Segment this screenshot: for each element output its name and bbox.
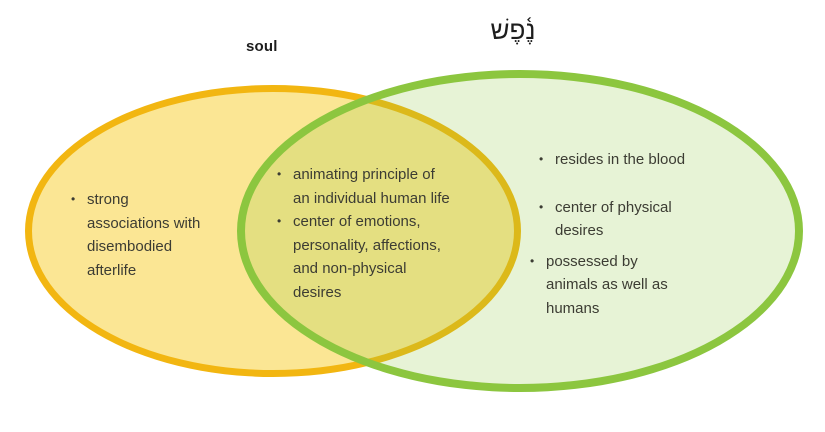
- bullet-icon: •: [71, 192, 76, 206]
- text-line: desires: [293, 283, 342, 301]
- text-line: strong: [87, 191, 129, 208]
- right-ellipse-nephesh: [237, 70, 803, 392]
- right-only-list: • resides in the blood • center of physi…: [530, 148, 685, 320]
- list-item-text: center of emotions, personality, affecti…: [293, 210, 441, 304]
- right-circle-title-hebrew: נֶ֫פֶשׁ: [490, 15, 536, 45]
- text-line: afterlife: [87, 261, 137, 279]
- list-item-text: animating principle of an individual hum…: [293, 163, 450, 210]
- text-line: associations with: [87, 214, 201, 232]
- list-item: • center of emotions, personality, affec…: [277, 210, 450, 304]
- list-item-text: resides in the blood: [555, 148, 685, 172]
- left-only-list: • strong associations with disembodied a…: [71, 188, 200, 282]
- bullet-icon: •: [539, 199, 544, 214]
- list-item-text: possessed by animals as well as humans: [546, 250, 668, 321]
- text-line: an individual human life: [293, 189, 450, 207]
- left-circle-title: soul: [246, 38, 278, 55]
- text-line: animals as well as: [546, 276, 668, 293]
- list-item: • resides in the blood: [530, 148, 685, 172]
- text-line: and non-physical: [293, 260, 407, 277]
- list-item-text: strong associations with disembodied aft…: [87, 188, 200, 282]
- list-item: • center of physical desires: [530, 196, 685, 243]
- text-line: animating principle of: [293, 166, 435, 183]
- overlap-list: • animating principle of an individual h…: [277, 163, 450, 304]
- text-line: possessed by: [546, 252, 638, 270]
- text-line: center of emotions,: [293, 213, 421, 230]
- text-line: desires: [555, 222, 604, 239]
- bullet-icon: •: [277, 167, 282, 181]
- list-item: • possessed by animals as well as humans: [530, 250, 685, 321]
- text-line: resides in the blood: [555, 151, 686, 168]
- bullet-icon: •: [539, 152, 544, 166]
- text-line: center of physical: [555, 198, 672, 216]
- bullet-icon: •: [277, 214, 282, 228]
- list-item: • animating principle of an individual h…: [277, 163, 450, 210]
- bullet-icon: •: [530, 253, 535, 268]
- text-line: humans: [546, 299, 600, 317]
- list-item: • strong associations with disembodied a…: [71, 188, 200, 282]
- list-item-text: center of physical desires: [555, 196, 672, 243]
- text-line: personality, affections,: [293, 236, 441, 254]
- text-line: disembodied: [87, 238, 173, 255]
